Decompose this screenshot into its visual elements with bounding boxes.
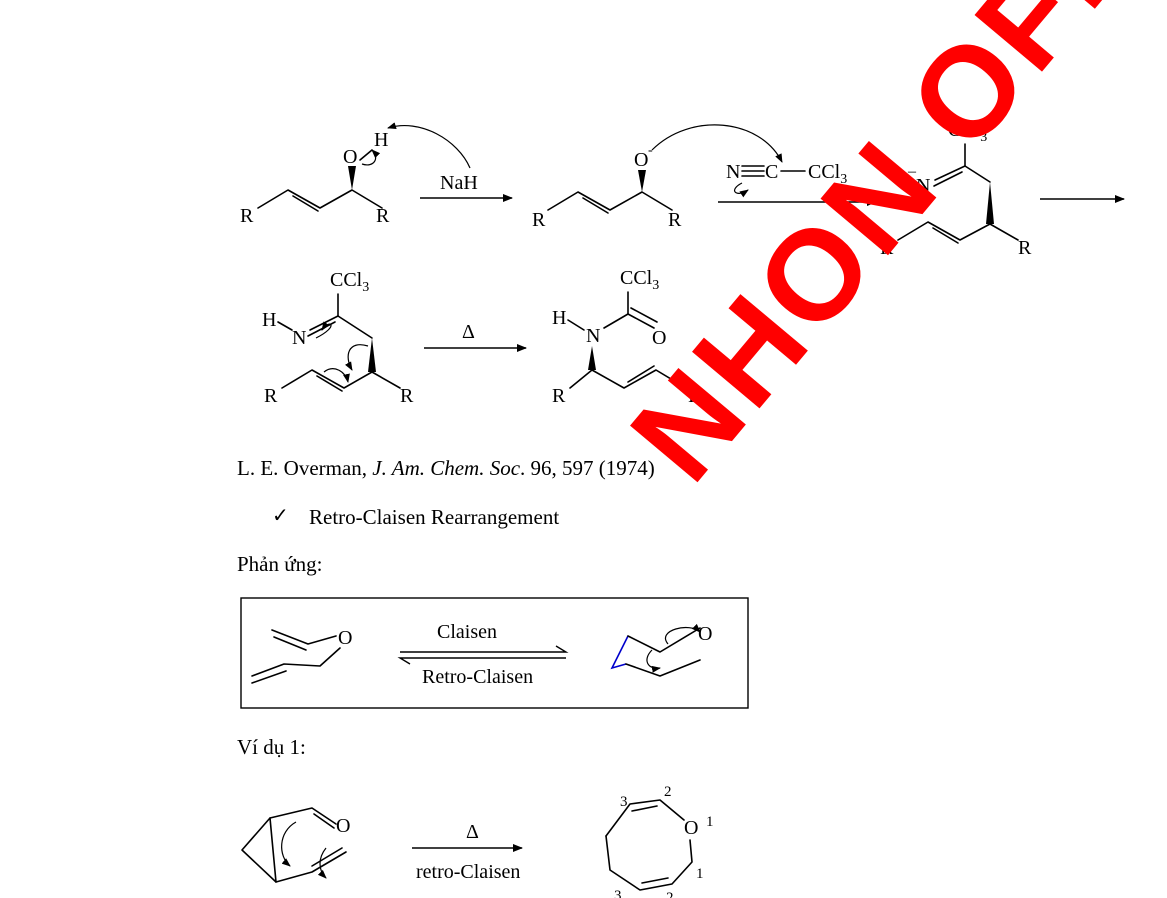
r-label: R (668, 209, 682, 231)
hydrogen-label: H (262, 309, 276, 331)
atom-number: 2 (666, 890, 674, 898)
citation-details: . 96, 597 (1974) (520, 456, 655, 480)
oxygen-label: O (652, 327, 666, 349)
charge-label: - (648, 143, 653, 158)
ccl3-label: CCl3 (808, 161, 847, 187)
oxygen-label: O (338, 627, 352, 649)
oxygen-label: O (684, 817, 698, 839)
r-label: R (688, 385, 702, 407)
r-label: R (376, 205, 390, 227)
ccl3-label: CCl3 (620, 267, 659, 293)
atom-number: 1 (696, 866, 704, 882)
condition-label: retro-Claisen (416, 861, 520, 883)
chair-transition-state: O (610, 623, 712, 677)
alkoxide: R R O - (532, 143, 682, 231)
reagent-label: NaH (440, 172, 478, 194)
atom-number: 2 (664, 784, 672, 800)
nucleophilic-attack-curved-arrow (651, 124, 783, 163)
oxocine-product: O 3 2 1 1 3 2 (605, 784, 714, 898)
trichloroacetonitrile: N C CCl3 (726, 161, 847, 198)
allylic-alcohol: R R O H (240, 129, 390, 227)
citation-journal: J. Am. Chem. Soc (372, 456, 521, 480)
nitrogen-label: N (726, 161, 740, 183)
imidate-ts: CCl3 H N R R (262, 269, 414, 407)
oxygen-label: O (343, 146, 357, 168)
oxygen-label: O (634, 149, 648, 171)
retro-claisen-label: Retro-Claisen (422, 666, 533, 688)
r-label: R (240, 205, 254, 227)
allyl-vinyl-ether: O (251, 627, 352, 684)
trichloroacetamide: CCl3 O N H R R (552, 267, 702, 407)
atom-number: 1 (706, 814, 714, 830)
nitrogen-label: N (916, 175, 930, 197)
ccl3-label: CCl3 (948, 119, 987, 145)
proton-transfer-curved-arrow (387, 122, 471, 169)
equilibrium-arrows (397, 645, 569, 665)
heat-label: Δ (466, 821, 479, 843)
example-heading: Ví dụ 1: (237, 735, 306, 759)
reaction-heading: Phản ứng: (237, 552, 323, 576)
carbon-label: C (765, 161, 778, 183)
citation: L. E. Overman, J. Am. Chem. Soc. 96, 597… (237, 458, 655, 479)
citation-author: L. E. Overman, (237, 456, 373, 480)
heat-label: Δ (462, 321, 475, 343)
ccl3-label: CCl3 (330, 269, 369, 295)
bullet-retro-claisen: Retro-Claisen Rearrangement (309, 505, 560, 529)
hydrogen-label: H (374, 129, 388, 151)
claisen-label: Claisen (437, 621, 497, 643)
vinylcyclopropane-aldehyde: O (241, 807, 350, 883)
checkmark-icon: ✓ (272, 503, 289, 527)
imidate-anion: CCl3 N – R R (880, 119, 1032, 259)
atom-number: 3 (614, 888, 622, 898)
r-label: R (880, 237, 894, 259)
nitrogen-label: N (292, 327, 306, 349)
atom-number: 3 (620, 794, 628, 810)
r-label: R (400, 385, 414, 407)
hydrogen-label: H (552, 307, 566, 329)
r-label: R (532, 209, 546, 231)
r-label: R (1018, 237, 1032, 259)
nitrogen-label: N (586, 325, 600, 347)
r-label: R (552, 385, 566, 407)
r-label: R (264, 385, 278, 407)
oxygen-label: O (336, 815, 350, 837)
oxygen-label: O (698, 623, 712, 645)
charge-label: – (907, 163, 917, 180)
claisen-equilibrium-box (240, 597, 749, 709)
